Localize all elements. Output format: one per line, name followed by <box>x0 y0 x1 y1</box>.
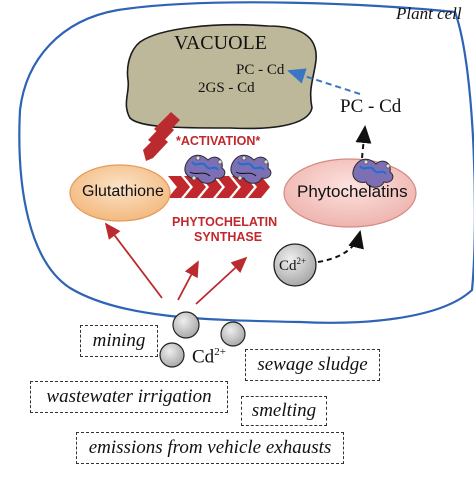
source-wastewater-irrigation: wastewater irrigation <box>30 381 228 413</box>
vacuole-complex-2gs-cd: 2GS - Cd <box>198 80 255 96</box>
plant-cell-membrane <box>18 1 474 324</box>
enzyme-structure-icon-2 <box>230 154 272 184</box>
pc-cd-formation-arrow <box>355 125 372 159</box>
uptake-arrow-to-glutathione <box>104 222 163 299</box>
cd-ion-outside-base: Cd <box>192 346 215 368</box>
source-sewage-sludge: sewage sludge <box>245 349 380 381</box>
cd-uptake-arrow <box>317 230 364 263</box>
vacuole-complex-pc-cd: PC - Cd <box>236 62 285 78</box>
glutathione-node <box>69 164 171 222</box>
cd-ion-outside-charge: 2+ <box>214 346 226 358</box>
uptake-arrow-center-1 <box>177 260 199 301</box>
cd-particle-2 <box>220 321 246 347</box>
phytochelatins-label: Phytochelatins <box>297 182 408 201</box>
enzyme-structure-icon-1 <box>184 154 226 184</box>
pc-cd-import-arrow <box>287 68 361 95</box>
activation-label: *ACTIVATION* <box>176 134 261 148</box>
cd-ion-inside-charge: 2+ <box>296 256 307 266</box>
cd-particle-3 <box>159 342 185 368</box>
cd-ion-inside-circle <box>273 243 317 287</box>
uptake-arrow-center-2 <box>195 256 248 305</box>
plant-cell-label: Plant cell <box>396 4 462 23</box>
vacuole-shape <box>125 24 317 130</box>
cd-ion-outside-label: Cd2+ <box>192 346 226 368</box>
cd-ion-inside-base: Cd <box>279 258 297 274</box>
pc-cd-label: PC - Cd <box>340 96 402 117</box>
cd-ion-inside-label: Cd2+ <box>279 256 306 275</box>
vacuole-transport-chevrons <box>143 112 180 161</box>
vacuole-title: VACUOLE <box>174 32 267 54</box>
enzyme-label-line2: SYNTHASE <box>194 230 263 244</box>
source-mining: mining <box>80 325 158 357</box>
source-vehicle-exhausts: emissions from vehicle exhausts <box>76 432 344 464</box>
cd-particle-1 <box>172 311 200 339</box>
source-smelting: smelting <box>241 396 327 426</box>
enzyme-structure-icon-3 <box>352 158 394 188</box>
glutathione-label: Glutathione <box>82 183 164 200</box>
enzyme-label-line1: PHYTOCHELATIN <box>172 215 278 229</box>
